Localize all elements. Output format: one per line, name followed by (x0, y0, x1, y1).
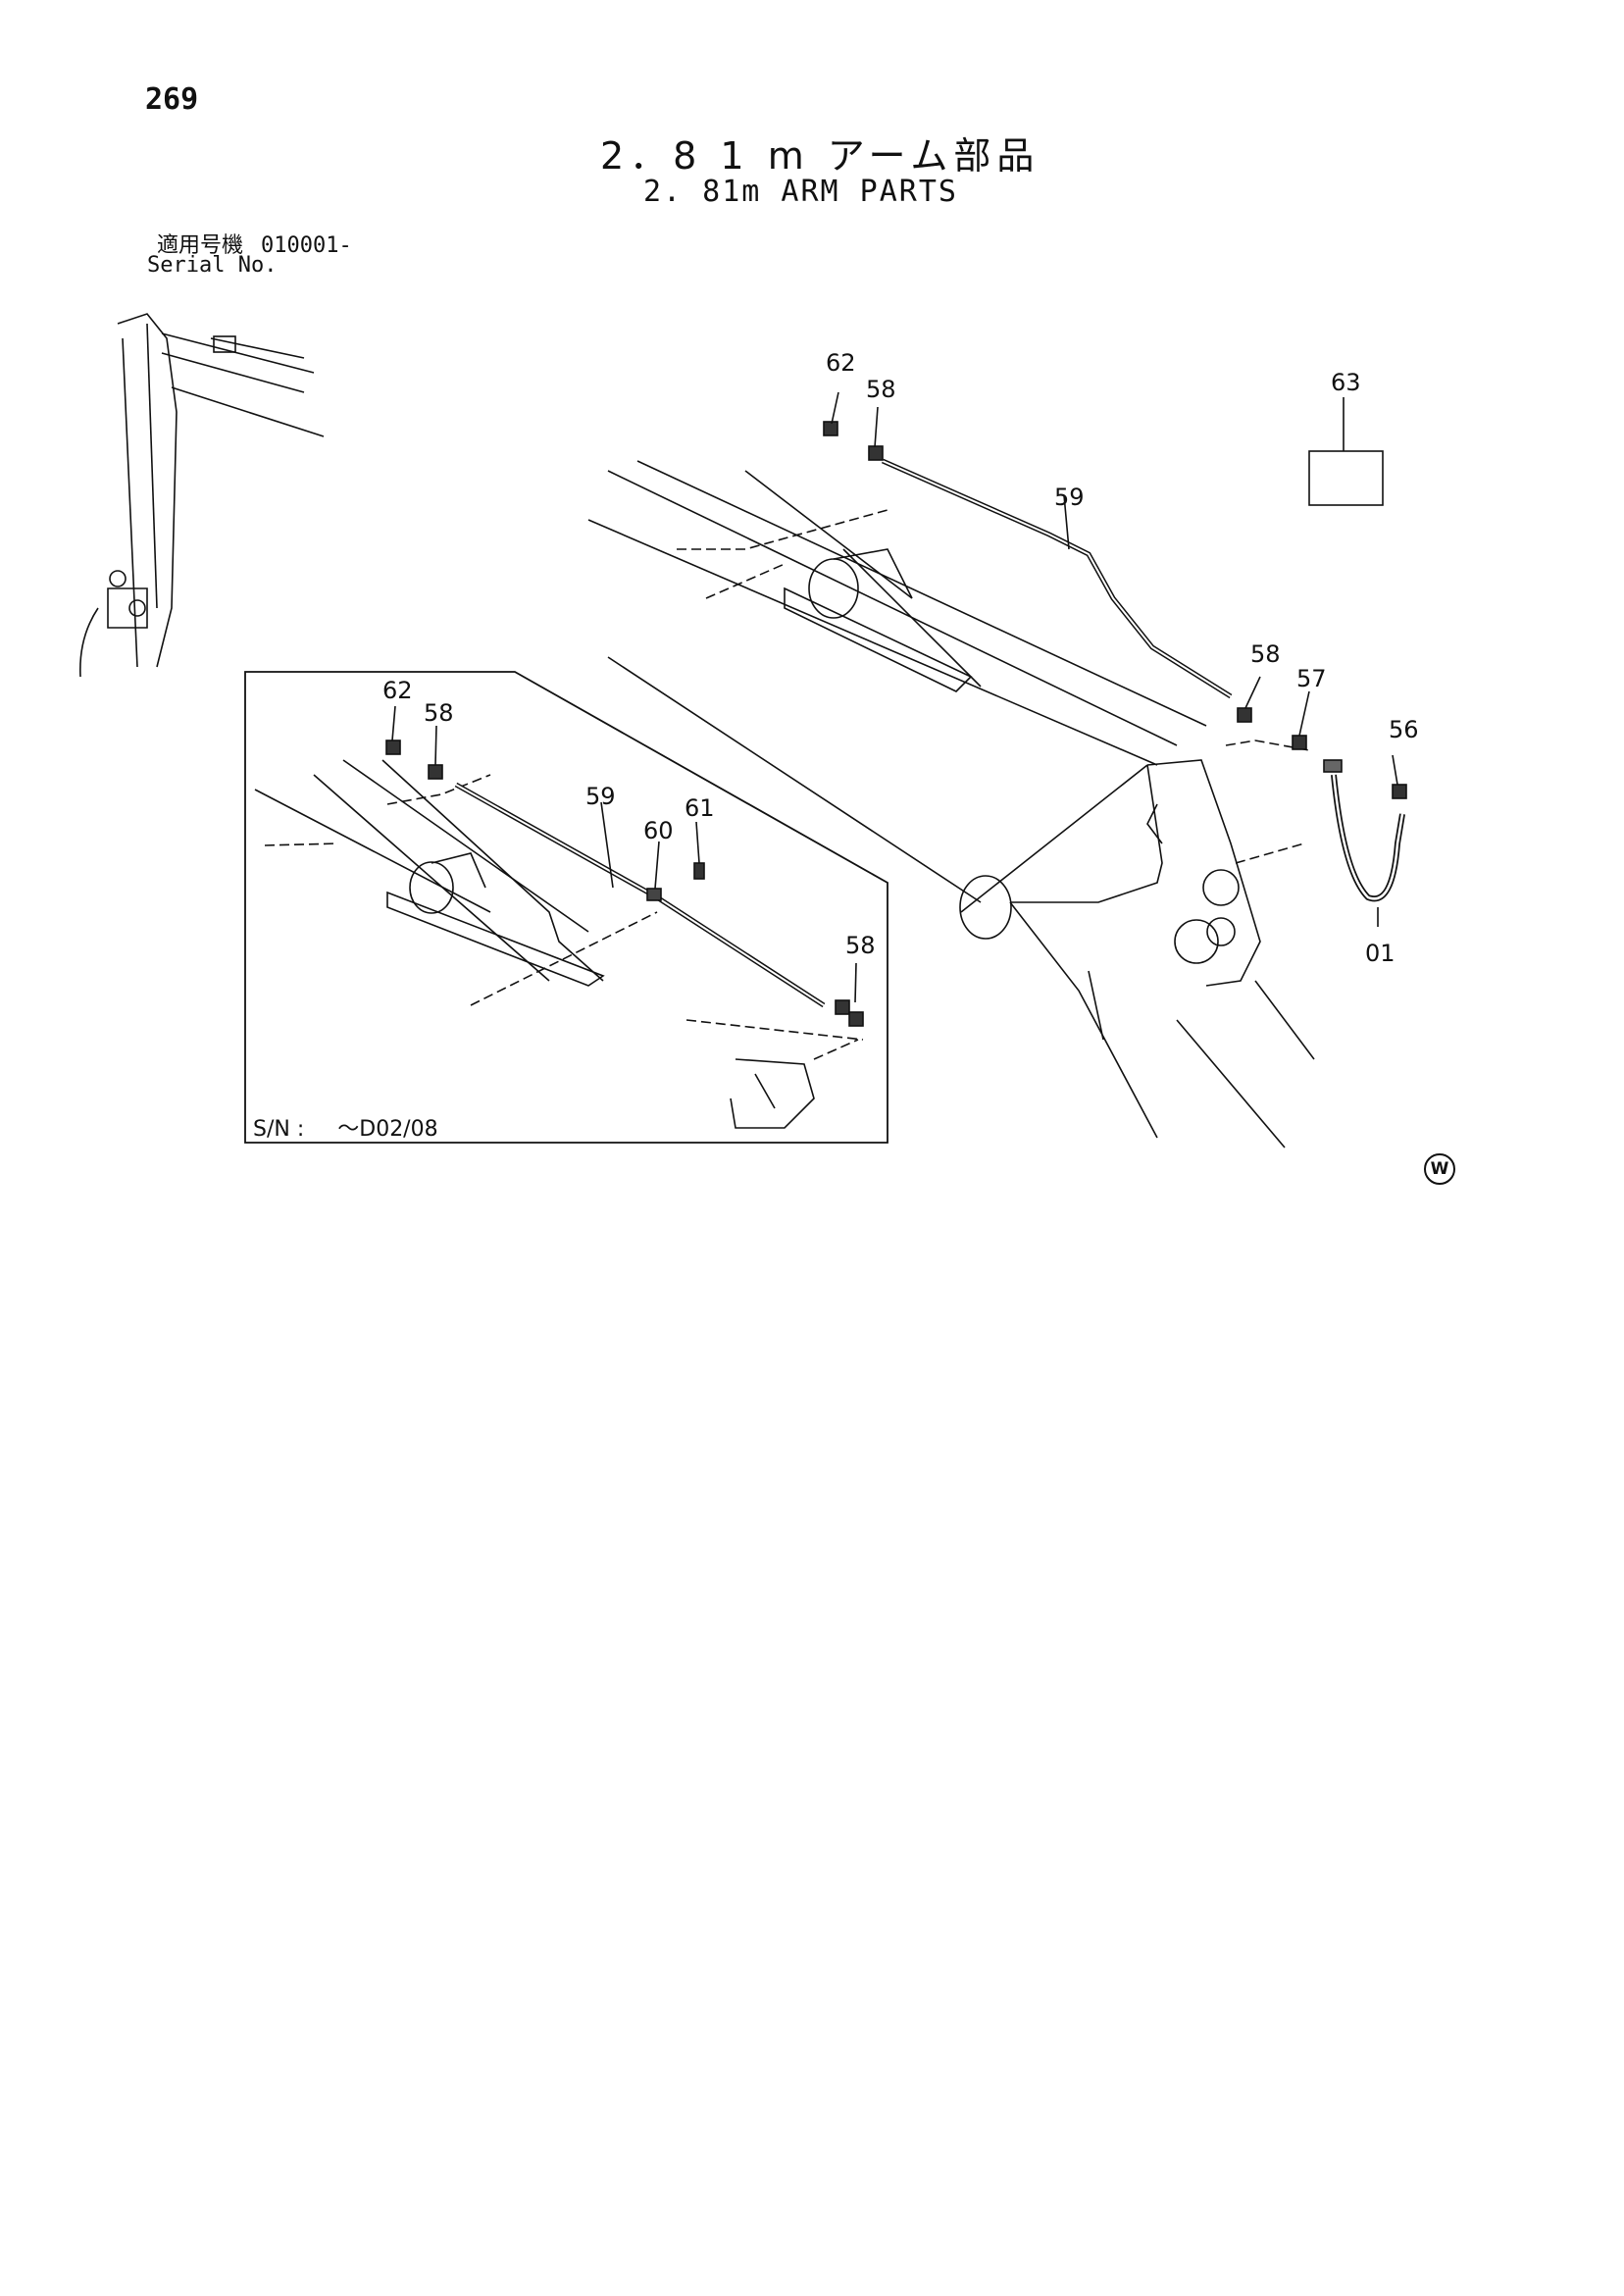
serial-line-japanese: 適用号機 010001- (157, 228, 352, 259)
callout-labels: 62 58 59 63 58 57 56 01 62 58 59 60 61 5… (382, 349, 1419, 967)
arm-main-body (587, 460, 1315, 1148)
serial-code: 010001- (261, 233, 352, 258)
inset-frame (244, 671, 888, 1144)
page-number: 269 (145, 82, 199, 117)
callout-56: 56 (1389, 716, 1419, 743)
hose-01 (1331, 774, 1405, 902)
callout-62-main: 62 (826, 349, 856, 377)
serial-label-en: Serial No. (147, 253, 278, 278)
callout-58-main-top: 58 (866, 376, 896, 403)
callout-58-main-right: 58 (1250, 640, 1281, 668)
corner-w-mark: W (1424, 1153, 1455, 1185)
callout-58-inset-top: 58 (424, 699, 454, 727)
pipe-59-main (881, 458, 1233, 699)
machine-overview-illustration (79, 313, 325, 678)
callout-63: 63 (1331, 369, 1361, 396)
callout-62-inset: 62 (382, 677, 413, 704)
title-english: 2. 81m ARM PARTS (643, 175, 958, 209)
part-63-box (1308, 450, 1384, 506)
serial-label-jp: 適用号機 (157, 233, 244, 258)
callout-59-main: 59 (1054, 484, 1085, 511)
callout-60: 60 (643, 817, 674, 844)
inset-arm-detail (254, 759, 864, 1129)
callout-59-inset: 59 (585, 783, 616, 810)
callout-61: 61 (685, 794, 715, 822)
title-japanese: 2．8 1 m アーム部品 (600, 134, 1040, 178)
pipe-59-inset (454, 782, 826, 1008)
callout-01: 01 (1365, 940, 1396, 967)
callout-58-inset-bottom: 58 (845, 932, 876, 959)
inset-sn-value: ～D02/08 (337, 1117, 438, 1142)
callout-57: 57 (1296, 665, 1327, 692)
inset-sn-label: S/N : (253, 1117, 305, 1142)
inset-serial-range: S/N : ～D02/08 (253, 1111, 438, 1143)
